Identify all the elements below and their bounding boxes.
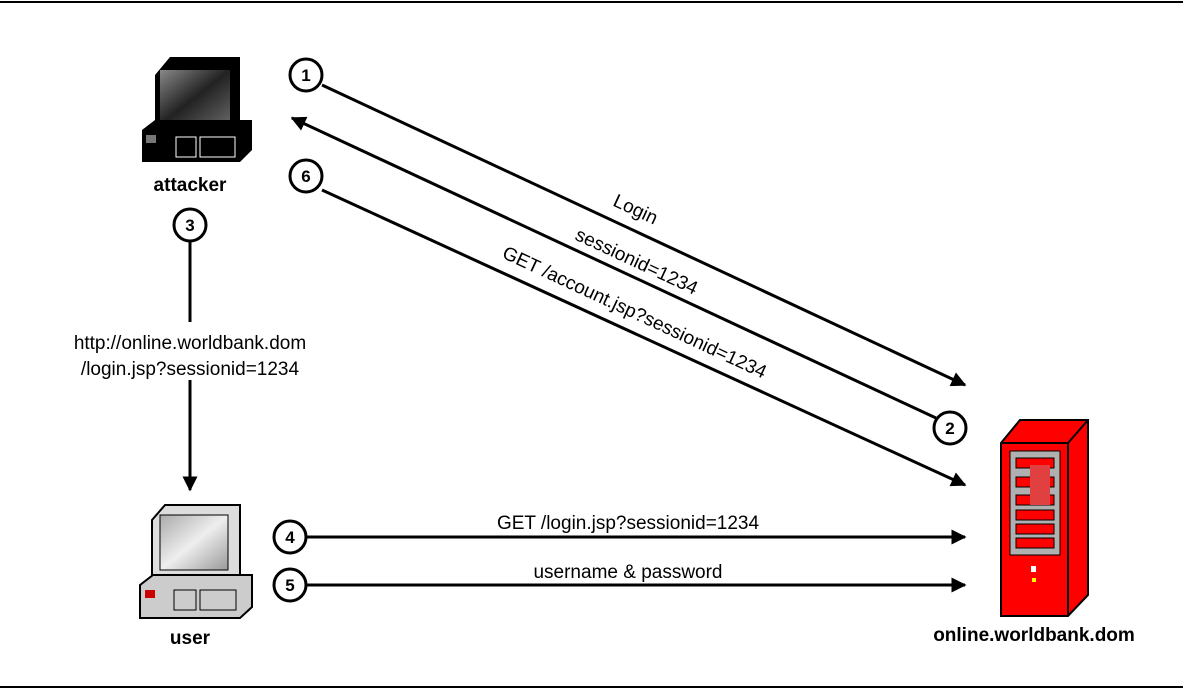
step-3-label-line1: http://online.worldbank.dom <box>74 333 306 354</box>
step-4-marker: 4 <box>272 519 308 555</box>
step-3-label-line2: /login.jsp?sessionid=1234 <box>81 359 300 380</box>
svg-text:1: 1 <box>301 66 310 85</box>
user-computer-icon <box>139 504 253 619</box>
arrow-step-6 <box>321 188 967 487</box>
server-icon <box>1000 419 1089 617</box>
svg-text:6: 6 <box>301 167 310 186</box>
step-6-marker: 6 <box>288 158 324 194</box>
server-label: online.worldbank.dom <box>933 625 1135 646</box>
svg-text:5: 5 <box>285 576 294 595</box>
svg-text:2: 2 <box>945 419 954 438</box>
svg-text:3: 3 <box>185 216 194 235</box>
step-5-label: username & password <box>533 562 722 583</box>
attacker-computer-icon <box>142 57 252 162</box>
step-5-marker: 5 <box>272 567 308 603</box>
step-4-label: GET /login.jsp?sessionid=1234 <box>497 513 760 534</box>
step-2-marker: 2 <box>932 410 968 446</box>
step-3-marker: 3 <box>172 207 208 243</box>
arrow-step-2 <box>290 116 937 420</box>
step-1-marker: 1 <box>288 57 324 93</box>
user-label: user <box>170 628 211 649</box>
attacker-label: attacker <box>154 175 227 196</box>
arrow-step-1 <box>321 83 967 387</box>
svg-text:4: 4 <box>285 528 295 547</box>
